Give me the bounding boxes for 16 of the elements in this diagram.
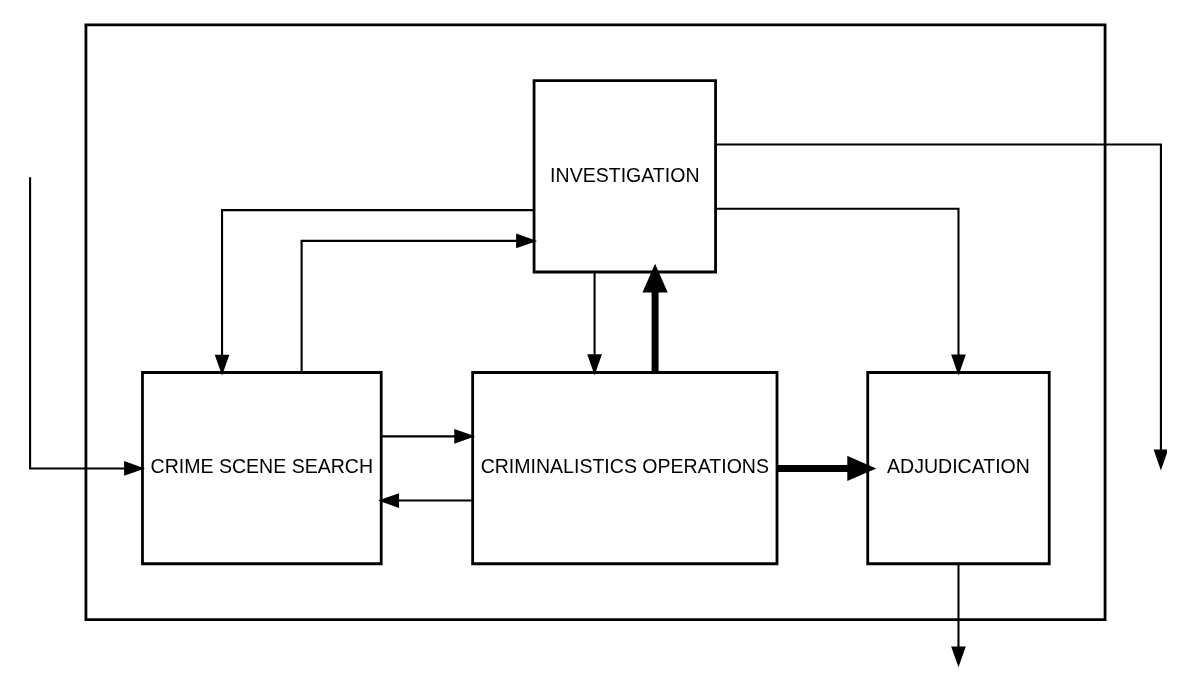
arrow xyxy=(300,233,537,373)
arrow xyxy=(715,143,1167,471)
arrow xyxy=(641,263,668,373)
arrow xyxy=(950,564,966,668)
arrow xyxy=(377,493,472,508)
arrow xyxy=(776,455,876,482)
arrow xyxy=(214,209,534,376)
node-box: ADJUDICATION xyxy=(865,371,1051,566)
node-box: CRIME SCENE SEARCH xyxy=(140,371,383,566)
arrow xyxy=(381,429,475,444)
cluster xyxy=(84,23,1106,621)
arrow xyxy=(715,207,966,376)
node-box: CRIMINALISTICS OPERATIONS xyxy=(470,371,778,566)
arrow xyxy=(28,177,145,476)
node-box: INVESTIGATION xyxy=(532,79,717,274)
arrow xyxy=(586,272,602,376)
